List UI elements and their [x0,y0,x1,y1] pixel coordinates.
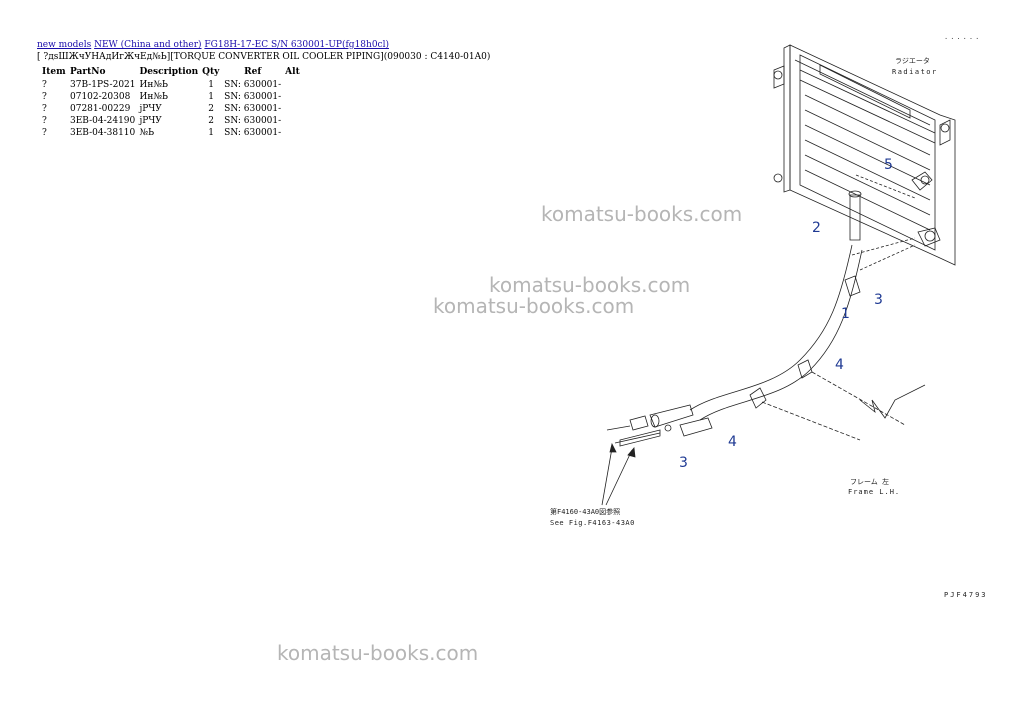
cell-qty: 2 [208,116,215,126]
corner-dots: ...... [944,33,982,41]
cell-item: ? [42,128,47,138]
watermark: komatsu-books.com [277,641,479,665]
cell-description: Ин№Ь [139,92,168,102]
table-row: ? 3EB-04-24190 јРЧУ 2 SN: 630001- [37,115,307,127]
cell-item: ? [42,116,47,126]
cell-description: јРЧУ [139,104,162,114]
cell-description: јРЧУ [139,116,162,126]
breadcrumb: new models NEW (China and other) FG18H-1… [37,40,389,50]
cell-partno: 3EB-04-38110 [70,128,136,138]
header-partno: PartNo [70,67,106,77]
watermark: komatsu-books.com [489,273,691,297]
callout-5: 5 [884,157,893,173]
callout-3a: 3 [874,292,883,308]
callout-1: 1 [841,306,850,322]
parts-table: Item PartNo Description Qty Ref Alt ? 37… [37,66,307,139]
callout-4b: 4 [728,434,737,450]
cell-qty: 1 [208,80,215,90]
cell-ref: SN: 630001- [224,80,282,90]
cell-partno: 37B-1PS-2021 [70,80,136,90]
header-qty: Qty [202,67,220,77]
table-header-row: Item PartNo Description Qty Ref Alt [37,66,307,79]
radiator-drawing [601,44,956,506]
frame-label-en: Frame L.H. [848,488,900,496]
cell-ref: SN: 630001- [224,128,282,138]
callout-3b: 3 [679,455,688,471]
breadcrumb-link-model[interactable]: FG18H-17-EC S/N 630001-UP(fg18h0cl) [204,40,389,50]
radiator-label-jp: ラジエータ [895,56,930,65]
cell-partno: 07281-00229 [70,104,131,114]
cell-item: ? [42,92,47,102]
header-alt: Alt [285,67,300,77]
breadcrumb-link-new-models[interactable]: new models [37,40,92,50]
cell-item: ? [42,104,47,114]
header-ref: Ref [244,67,262,77]
header-description: Description [139,67,199,77]
cell-partno: 07102-20308 [70,92,131,102]
table-row: ? 07102-20308 Ин№Ь 1 SN: 630001- [37,91,307,103]
breadcrumb-link-region[interactable]: NEW (China and other) [94,40,202,50]
cell-qty: 1 [208,92,215,102]
table-row: ? 37B-1PS-2021 Ин№Ь 1 SN: 630001- [37,79,307,91]
callouts: 5 2 3 1 4 4 3 [679,157,893,471]
frame-label-jp: フレーム 左 [850,477,889,486]
callout-2: 2 [812,220,821,236]
cell-qty: 1 [208,128,215,138]
radiator-label-en: Radiator [892,68,938,76]
cell-description: №Ь [139,128,155,138]
table-row: ? 3EB-04-38110 №Ь 1 SN: 630001- [37,127,307,139]
callout-4a: 4 [835,357,844,373]
watermark: komatsu-books.com [541,202,743,226]
cell-ref: SN: 630001- [224,92,282,102]
cell-item: ? [42,80,47,90]
cell-partno: 3EB-04-24190 [70,116,136,126]
ref-label-jp: 第F4160-43A0図参照 [550,507,620,516]
cell-description: Ин№Ь [139,80,168,90]
watermark: komatsu-books.com [433,294,635,318]
ref-label-en: See Fig.F4163-43A0 [550,519,635,527]
cell-ref: SN: 630001- [224,116,282,126]
table-row: ? 07281-00229 јРЧУ 2 SN: 630001- [37,103,307,115]
cell-ref: SN: 630001- [224,104,282,114]
figure-code: PJF4793 [944,591,988,599]
cell-qty: 2 [208,104,215,114]
header-item: Item [42,67,66,77]
diagram-labels: ラジエータ Radiator フレーム 左 Frame L.H. 第F4160-… [550,56,938,527]
page-title: [ ?дѕШЖчУНАдИгЖчЕд№Ь][TORQUE CONVERTER O… [37,52,491,62]
